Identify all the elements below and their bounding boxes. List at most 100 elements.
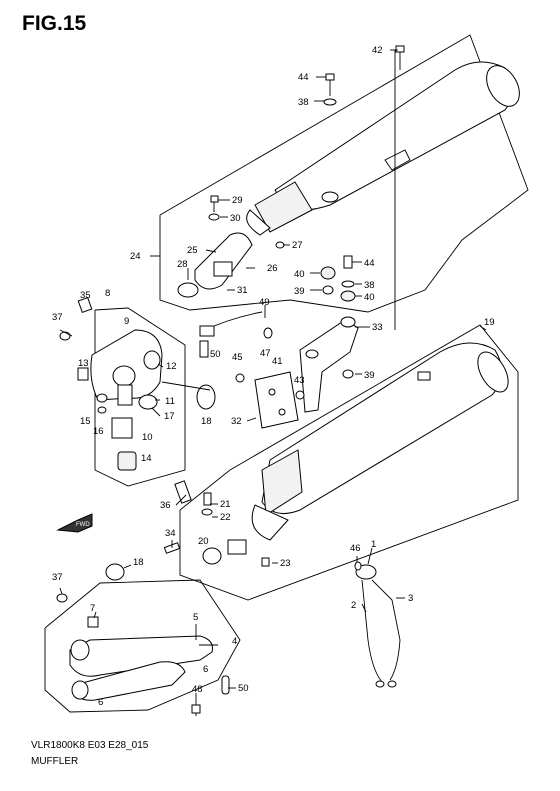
- callout-49: 49: [259, 297, 270, 308]
- callout-20: 20: [198, 536, 209, 547]
- screw-46: [354, 561, 362, 571]
- callout-19: 19: [484, 317, 495, 328]
- front-pipe-outline: [44, 579, 241, 713]
- nut-47: [263, 327, 273, 339]
- cap-7: [87, 616, 99, 628]
- front-exhaust-pipe-4: [69, 635, 213, 701]
- control-cables: [355, 564, 401, 688]
- bolt-15: [96, 393, 108, 403]
- callout-labels: 1 2 3 4 5 6 6 7 8 9 10 11 12 13 14 15 16…: [52, 45, 495, 708]
- bracket-33: [299, 316, 359, 413]
- callout-48: 48: [192, 684, 203, 695]
- sensor-49: [199, 311, 263, 337]
- callout-3: 3: [408, 593, 413, 604]
- nut-27: [275, 241, 285, 249]
- bolt-29: [210, 195, 219, 212]
- callout-32: 32: [231, 416, 242, 427]
- gasket-18-upper: [196, 384, 216, 410]
- washer-30: [208, 213, 220, 221]
- gasket-36: [174, 480, 192, 504]
- bolt-44-right: [343, 255, 353, 269]
- callout-37b: 37: [52, 572, 63, 583]
- fwd-label: FWD: [76, 522, 90, 528]
- callout-18a: 18: [201, 416, 212, 427]
- callout-27: 27: [292, 240, 303, 251]
- bracket-32: [254, 371, 299, 429]
- cover-14: [117, 451, 137, 471]
- bolt-37-upper: [59, 331, 71, 341]
- washer-22: [201, 508, 213, 516]
- callout-38b: 38: [364, 280, 375, 291]
- callout-37a: 37: [52, 312, 63, 323]
- callout-33: 33: [372, 322, 383, 333]
- callout-14: 14: [141, 453, 152, 464]
- callout-36: 36: [160, 500, 171, 511]
- callout-13: 13: [78, 358, 89, 369]
- callout-22: 22: [220, 512, 231, 523]
- callout-38a: 38: [298, 97, 309, 108]
- callout-50b: 50: [238, 683, 249, 694]
- clamp-50-lower: [221, 675, 230, 695]
- callout-28: 28: [177, 259, 188, 270]
- callout-15: 15: [80, 416, 91, 427]
- lower-muffler-outline: [179, 324, 519, 601]
- bolt-42: [395, 45, 405, 70]
- callout-44b: 44: [364, 258, 375, 269]
- collar-39-lower: [342, 369, 354, 379]
- upper-muffler-body: [246, 61, 520, 236]
- callout-1: 1: [371, 539, 376, 550]
- callout-39a: 39: [294, 286, 305, 297]
- rubber-40-left: [320, 266, 336, 280]
- callout-31: 31: [237, 285, 248, 296]
- callout-34: 34: [165, 528, 176, 539]
- callout-45: 45: [232, 352, 243, 363]
- callout-40a: 40: [294, 269, 305, 280]
- nut-23: [261, 557, 270, 567]
- callout-26: 26: [267, 263, 278, 274]
- callout-44a: 44: [298, 72, 309, 83]
- bolt-21: [203, 492, 212, 506]
- callout-11: 11: [165, 396, 175, 407]
- callout-47: 47: [260, 348, 271, 359]
- callout-16: 16: [93, 426, 104, 437]
- bracket-10: [111, 417, 133, 439]
- gasket-18-lower: [105, 563, 125, 581]
- callout-46: 46: [350, 543, 361, 554]
- callout-21: 21: [220, 499, 231, 510]
- washer-38-right: [341, 280, 355, 288]
- callout-30: 30: [230, 213, 241, 224]
- rubber-40-right: [340, 290, 356, 302]
- callout-4: 4: [232, 636, 237, 647]
- model-code: VLR1800K8 E03 E28_015: [31, 740, 149, 751]
- leader-lines: [59, 49, 487, 700]
- gasket-28: [177, 282, 199, 298]
- callout-40b: 40: [364, 292, 375, 303]
- callout-35: 35: [80, 290, 91, 301]
- callout-17: 17: [164, 411, 175, 422]
- callout-9: 9: [124, 316, 129, 327]
- callout-10: 10: [142, 432, 153, 443]
- mount-rubber-group-upper: [320, 255, 356, 302]
- figure-title: FIG.15: [22, 12, 87, 35]
- clamp-17: [138, 394, 158, 410]
- callout-7: 7: [90, 603, 95, 614]
- callout-24: 24: [130, 251, 141, 262]
- washer-16: [97, 406, 107, 414]
- callout-39b: 39: [364, 370, 375, 381]
- clamp-26: [213, 261, 233, 277]
- callout-50a: 50: [210, 349, 221, 360]
- sensor-48: [191, 700, 201, 716]
- callout-12: 12: [166, 361, 177, 372]
- callout-2: 2: [351, 600, 356, 611]
- section-name: MUFFLER: [31, 756, 79, 767]
- callout-25: 25: [187, 245, 198, 256]
- callout-6a: 6: [203, 664, 208, 675]
- bolt-44-upper: [325, 73, 335, 96]
- chamber-box-outline: [94, 307, 186, 487]
- clamp-20b: [227, 539, 247, 555]
- callout-41: 41: [272, 356, 283, 367]
- joint-pipe-25: [177, 232, 253, 298]
- callout-23: 23: [280, 558, 291, 569]
- callout-42: 42: [372, 45, 383, 56]
